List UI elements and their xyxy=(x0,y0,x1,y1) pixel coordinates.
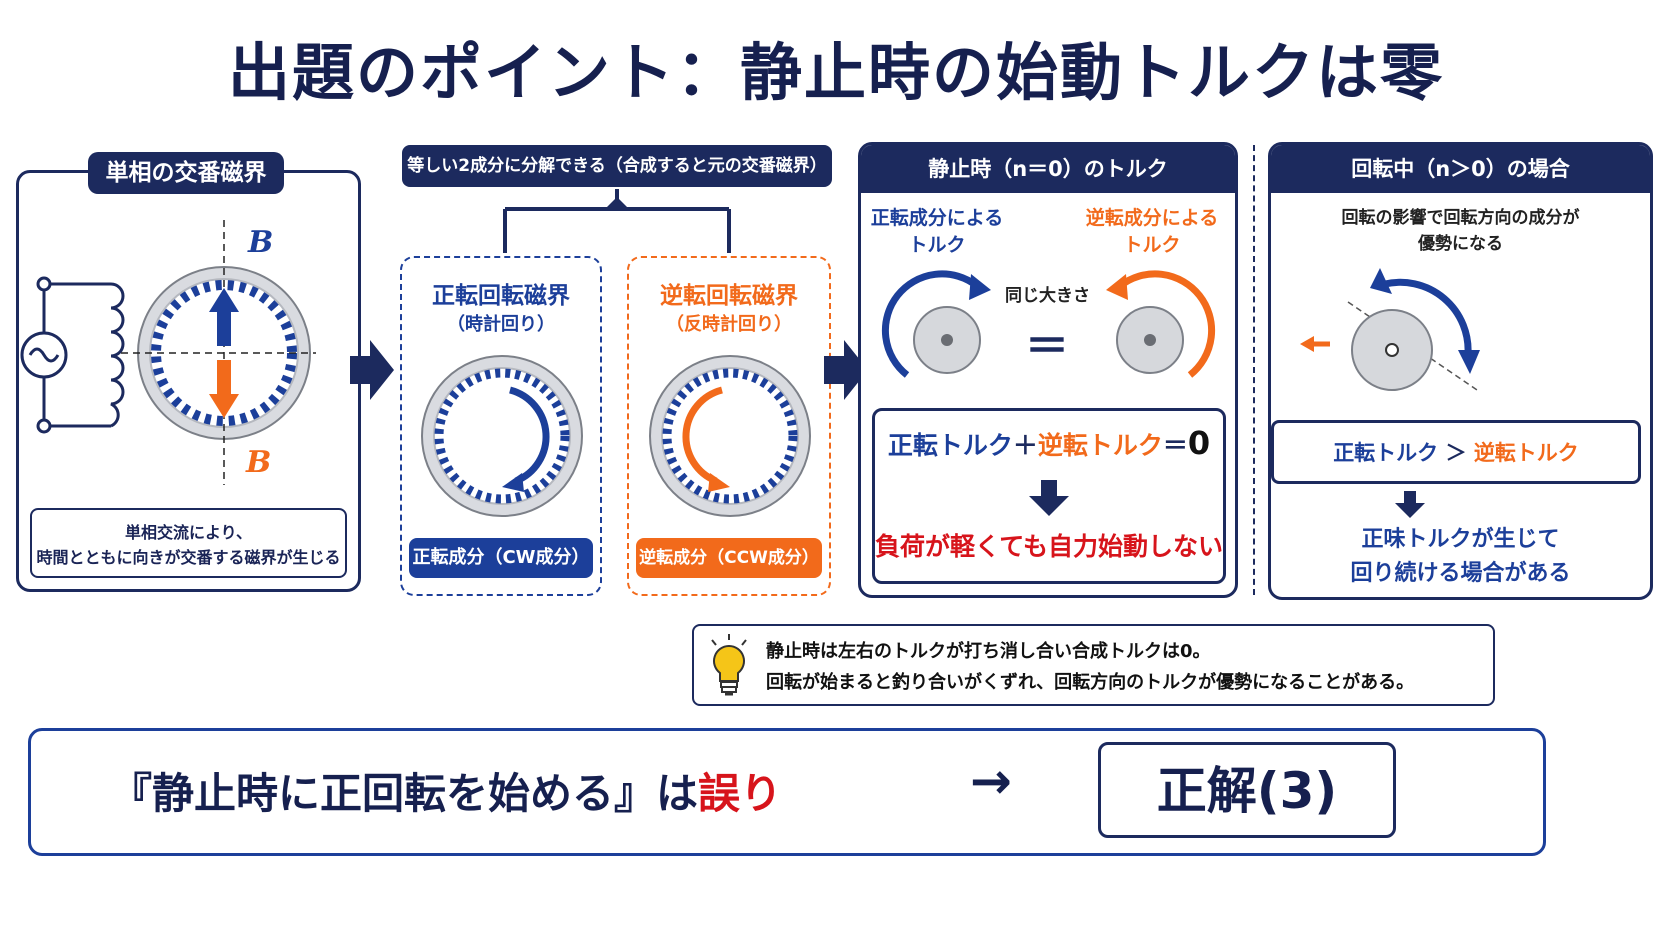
standstill-header: 静止時（n＝0）のトルク xyxy=(861,145,1235,193)
forward-field-title: 正転回転磁界 xyxy=(432,283,570,309)
tip-box xyxy=(692,624,1495,706)
eq-equals: ＝ xyxy=(1162,431,1188,460)
answer-statement: 『静止時に正回転を始める』は誤り xyxy=(110,760,970,821)
rotating-rotor-diagram xyxy=(1300,268,1481,393)
clockwise-arrow-icon xyxy=(509,386,550,485)
cmp-greater-than: ＞ xyxy=(1445,441,1467,465)
forward-component-panel xyxy=(400,256,602,596)
cmp-reverse-torque: 逆転トルク xyxy=(1473,441,1579,465)
field-down-arrow-icon xyxy=(209,360,239,418)
forward-torque-label-line2: トルク xyxy=(908,234,966,256)
torque-sum-equation: 正転トルク＋逆転トルク＝0 xyxy=(872,424,1226,462)
rotating-desc-line2: 優勢になる xyxy=(1418,234,1503,254)
rotating-header: 回転中（n＞0）の場合 xyxy=(1271,145,1650,193)
reverse-torque-label: 逆転成分による トルク xyxy=(1072,205,1232,259)
eq-plus: ＋ xyxy=(1012,431,1038,460)
field-note-line1: 単相交流により、 xyxy=(124,523,253,542)
answer-bar xyxy=(28,728,1546,856)
reverse-torque-label-line2: トルク xyxy=(1123,234,1181,256)
statement-text: 『静止時に正回転を始める』は xyxy=(110,769,699,818)
standstill-conclusion: 負荷が軽くても自力始動しない xyxy=(874,532,1223,561)
reverse-component-panel xyxy=(627,256,831,596)
reverse-torque-label-line1: 逆転成分による xyxy=(1085,207,1219,229)
cmp-forward-torque: 正転トルク xyxy=(1333,441,1439,465)
standstill-panel: 静止時（n＝0）のトルク xyxy=(858,142,1238,598)
rotating-result-line1: 正味トルクが生じて xyxy=(1361,527,1560,552)
b-label-top: B xyxy=(247,225,273,260)
decomposition-bracket xyxy=(503,189,731,253)
rotating-result-line2: 回り続ける場合がある xyxy=(1350,561,1571,586)
answer-arrow-icon: → xyxy=(970,752,1012,810)
counterclockwise-arrow-icon xyxy=(682,386,723,485)
tip-line1: 静止時は左右のトルクが打ち消し合い合成トルクは0。 xyxy=(766,641,1211,662)
eq-zero: 0 xyxy=(1187,424,1211,462)
same-size-label: 同じ大きさ xyxy=(1005,286,1090,306)
lightbulb-icon xyxy=(711,634,747,696)
tip-text: 静止時は左右のトルクが打ち消し合い合成トルクは0。 回転が始まると釣り合いがくず… xyxy=(766,636,1486,698)
coil-icon xyxy=(110,282,125,428)
b-label-bottom: B xyxy=(245,445,271,480)
rotating-down-arrow-icon xyxy=(1395,491,1425,518)
standstill-result-box xyxy=(872,408,1226,584)
rotating-desc-line1: 回転の影響で回転方向の成分が xyxy=(1341,208,1580,228)
field-panel-header: 単相の交番磁界 xyxy=(88,152,284,194)
forward-component-tag: 正転成分（CW成分） xyxy=(409,538,593,578)
forward-torque-arrow-icon xyxy=(881,270,980,378)
torque-comparison-box: 正転トルク ＞ 逆転トルク xyxy=(1271,420,1641,484)
forward-large-arrow-icon xyxy=(1384,278,1472,355)
flow-arrow-1-icon xyxy=(350,340,394,400)
field-up-arrow-icon xyxy=(209,288,239,346)
rotating-panel: 回転中（n＞0）の場合 xyxy=(1268,142,1653,600)
tip-line2: 回転が始まると釣り合いがくずれ、回転方向のトルクが優勢になることがある。 xyxy=(766,672,1415,693)
alternating-field-diagram: B B xyxy=(20,220,316,485)
reverse-field-subtitle: （反時計回り） xyxy=(666,314,792,335)
flow-arrow-2-icon xyxy=(824,340,868,400)
ac-source-icon xyxy=(20,276,111,434)
panel-separator xyxy=(1253,145,1255,595)
wrong-label: 誤り xyxy=(698,769,783,818)
equals-sign: ＝ xyxy=(1025,321,1069,372)
forward-torque-label: 正転成分による トルク xyxy=(862,205,1012,259)
eq-reverse-torque: 逆転トルク xyxy=(1037,431,1163,460)
reverse-field-diagram xyxy=(649,355,811,517)
down-arrow-icon xyxy=(1029,480,1069,516)
forward-field-diagram xyxy=(421,355,583,517)
reverse-component-tag: 逆転成分（CCW成分） xyxy=(636,538,822,578)
field-note-box: 単相交流により、 時間とともに向きが交番する磁界が生じる xyxy=(30,508,347,578)
forward-field-subtitle: （時計回り） xyxy=(447,314,555,335)
answer-box: 正解(3) xyxy=(1098,742,1396,838)
reverse-field-title: 逆転回転磁界 xyxy=(660,283,798,309)
eq-forward-torque: 正転トルク xyxy=(887,431,1013,460)
decomposition-header: 等しい2成分に分解できる（合成すると元の交番磁界） xyxy=(402,145,832,187)
rotating-result: 正味トルクが生じて 回り続ける場合がある xyxy=(1268,523,1653,591)
page-title: 出題のポイント：静止時の始動トルクは零 xyxy=(227,36,1444,109)
rotating-description: 回転の影響で回転方向の成分が 優勢になる xyxy=(1268,205,1653,257)
forward-torque-label-line1: 正転成分による xyxy=(870,207,1004,229)
reverse-torque-rotor-diagram xyxy=(1106,270,1216,378)
forward-torque-rotor-diagram xyxy=(881,270,991,378)
reverse-torque-arrow-icon xyxy=(1117,270,1216,378)
field-note-line2: 時間とともに向きが交番する磁界が生じる xyxy=(36,548,341,567)
reverse-small-arrow-icon xyxy=(1300,336,1330,352)
